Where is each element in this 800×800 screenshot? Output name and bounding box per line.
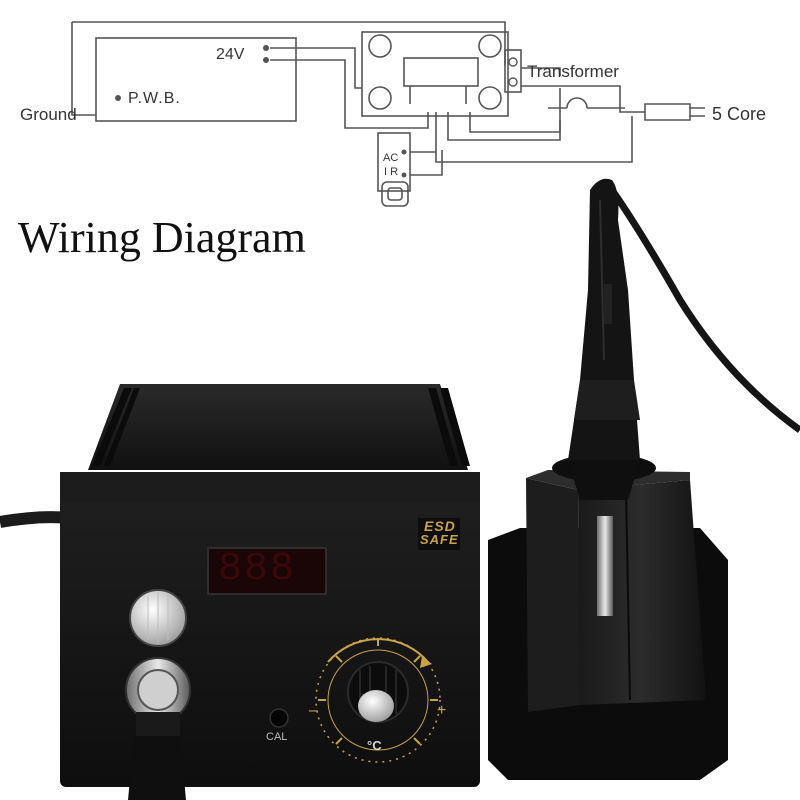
label-pwb: P.W.B. [128, 90, 181, 107]
esd-badge-line1: ESD [424, 518, 456, 534]
page-title: Wiring Diagram [18, 213, 306, 262]
wiring-schematic [71, 21, 705, 207]
esd-badge-line2: SAFE [420, 532, 459, 547]
celsius-label: °C [367, 738, 382, 753]
plus-label: + [437, 702, 447, 719]
label-ir: I R [384, 166, 399, 178]
iron-holder [526, 478, 580, 712]
label-ac: AC [383, 152, 399, 164]
label-5-core: 5 Core [712, 104, 767, 124]
display-digits: 888 [218, 547, 297, 592]
label-transformer: Transformer [527, 62, 619, 81]
cal-label: CAL [266, 731, 288, 743]
temperature-display [207, 547, 327, 595]
cal-button [269, 708, 289, 728]
minus-label: – [309, 702, 318, 719]
iron-cord [609, 187, 800, 433]
label-24v: 24V [216, 46, 245, 63]
power-cord [0, 511, 71, 528]
label-ground: Ground [20, 105, 77, 124]
